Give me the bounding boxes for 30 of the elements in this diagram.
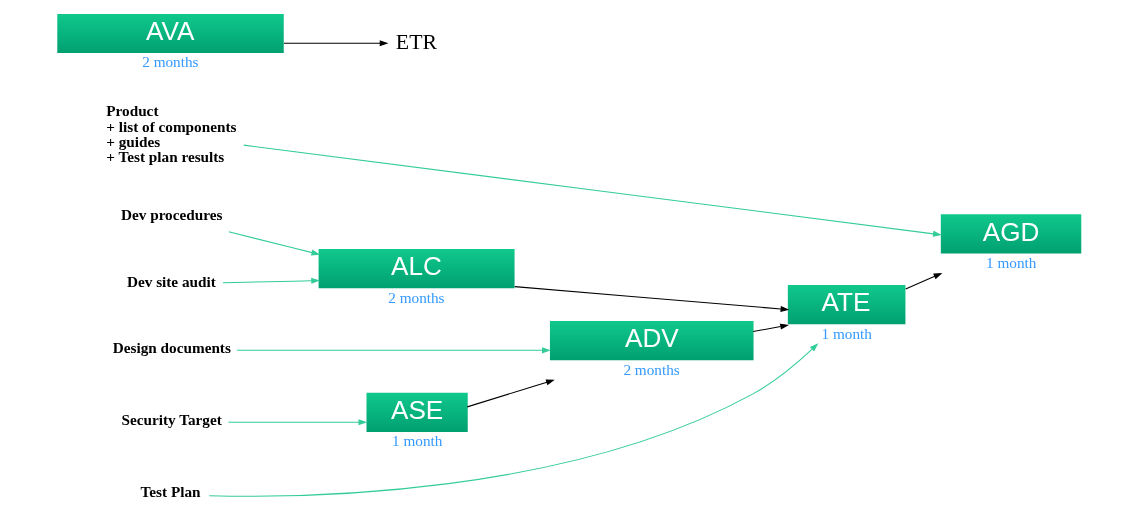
node-text: ETR <box>395 29 437 54</box>
node-label: 2 months <box>142 52 199 70</box>
node-label: 1 month <box>986 253 1037 271</box>
node-label: 2 months <box>623 360 680 377</box>
node-text: Product + list of components + guides + Test plan results <box>106 101 237 165</box>
node-label: 2 months <box>388 288 445 306</box>
node-text: Test Plan <box>140 482 201 500</box>
node-box: AVA <box>57 13 284 53</box>
node-text: Dev procedures <box>120 205 223 223</box>
arrow <box>227 418 368 425</box>
node-text: Security Target <box>121 410 222 428</box>
arrow <box>243 144 942 237</box>
arrow <box>283 39 389 46</box>
arrow <box>208 342 819 497</box>
arrow <box>514 285 790 312</box>
node-label: 1 month <box>821 324 872 342</box>
node-box: ALC <box>318 248 515 288</box>
arrow <box>222 277 320 284</box>
node-text: Dev site audit <box>126 272 216 290</box>
arrow <box>905 272 943 290</box>
node-box: ADV <box>549 320 754 360</box>
node-box: AGD <box>940 213 1082 253</box>
node-text: Design documents <box>112 338 231 356</box>
node-label: 1 month <box>392 431 443 449</box>
arrow <box>236 346 551 353</box>
arrow <box>466 378 555 407</box>
arrow <box>228 230 321 255</box>
arrow <box>752 323 789 332</box>
node-box: ATE <box>787 284 906 324</box>
node-box: ASE <box>366 392 468 432</box>
